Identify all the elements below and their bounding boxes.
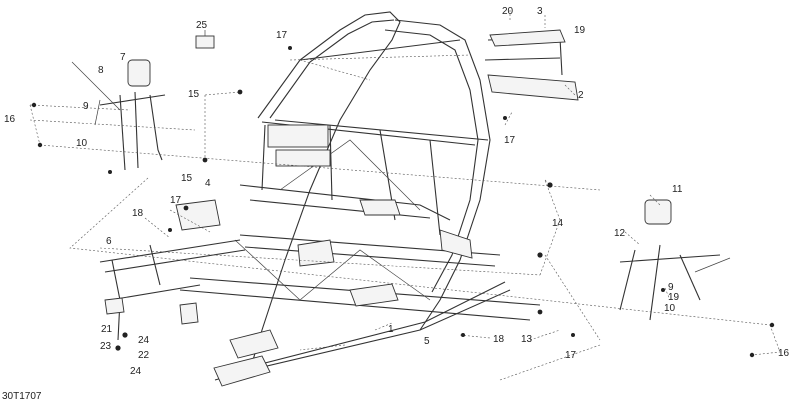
- left-subframe: [99, 199, 246, 341]
- callout-3: 3: [537, 6, 543, 17]
- callout-19-right: 19: [668, 292, 680, 303]
- fasteners: [31, 46, 775, 358]
- drawing-code: 30T1707: [2, 391, 42, 402]
- callout-9: 9: [83, 101, 89, 112]
- callout-17-top: 17: [276, 30, 288, 41]
- callout-2: 2: [578, 90, 584, 101]
- callout-12: 12: [614, 228, 626, 239]
- callout-17-right: 17: [504, 135, 516, 146]
- callout-4: 4: [205, 178, 211, 189]
- callout-21: 21: [101, 324, 113, 335]
- callout-24-b: 24: [130, 366, 142, 377]
- callout-11: 11: [672, 184, 683, 195]
- callout-24-a: 24: [138, 335, 150, 346]
- callout-1: 1: [388, 324, 394, 335]
- callout-18-right: 18: [493, 334, 505, 345]
- item-25-box: [195, 35, 215, 49]
- callout-22: 22: [138, 350, 150, 361]
- callout-5: 5: [424, 336, 430, 347]
- callout-7: 7: [120, 52, 126, 63]
- callout-15-top: 15: [188, 89, 200, 100]
- callout-10-right: 10: [664, 303, 676, 314]
- callout-6: 6: [106, 236, 112, 247]
- right-bracket-assembly: [619, 199, 731, 321]
- callout-25: 25: [196, 20, 208, 31]
- callout-18-left: 18: [132, 208, 144, 219]
- callout-23: 23: [100, 341, 112, 352]
- leader-lines: [29, 10, 781, 381]
- callout-17-left: 17: [170, 195, 182, 206]
- callout-8: 8: [98, 65, 104, 76]
- callout-16-left: 16: [4, 114, 16, 125]
- callout-15-mid: 15: [181, 173, 193, 184]
- callout-10-left: 10: [76, 138, 88, 149]
- callout-20: 20: [502, 6, 514, 17]
- callout-17-bottom: 17: [565, 350, 577, 361]
- left-bracket-assembly: [71, 59, 166, 171]
- callout-19-top: 19: [574, 25, 586, 36]
- callout-9-right: 9: [668, 282, 674, 293]
- callout-16-right: 16: [778, 348, 790, 359]
- main-frame: [179, 11, 541, 387]
- callout-labels: 25 17 20 3 19 2 17 7 8 15 16 9 10 15 4 1…: [4, 6, 790, 377]
- rear-rack-bracket: [484, 29, 579, 101]
- callout-13: 13: [521, 334, 533, 345]
- callout-14: 14: [552, 218, 564, 229]
